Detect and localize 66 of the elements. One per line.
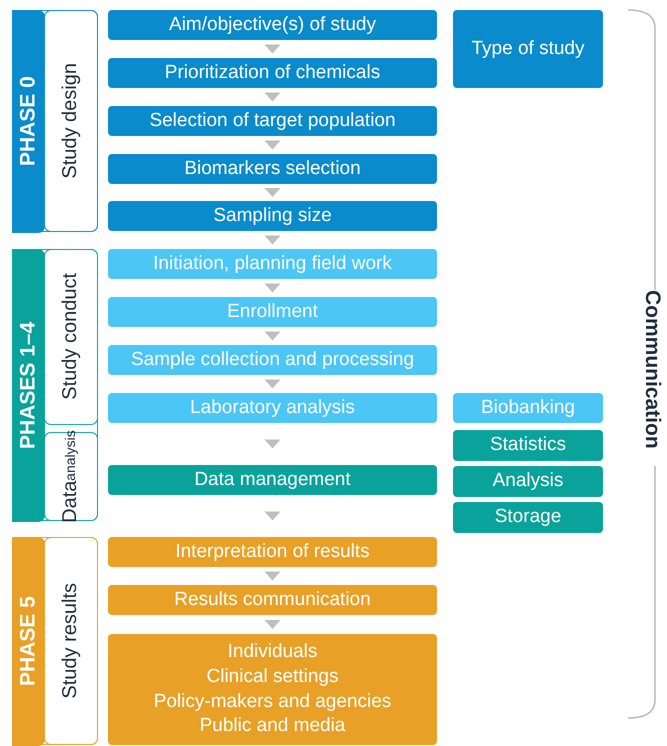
arrow xyxy=(264,92,280,102)
step-box xyxy=(108,345,437,375)
step-label: Sample collection and processing xyxy=(130,348,414,372)
stage-box xyxy=(44,248,98,424)
phase-band xyxy=(12,10,98,232)
step-box xyxy=(108,10,437,40)
step-label: Clinical settings xyxy=(206,664,338,689)
step-label: Initiation, planning field work xyxy=(153,252,392,276)
step-label: Public and media xyxy=(200,714,346,738)
step-box xyxy=(108,585,437,615)
step-label: Biobanking xyxy=(480,396,576,420)
step-label: Laboratory analysis xyxy=(190,396,355,420)
arrow xyxy=(264,140,280,150)
step-box xyxy=(108,537,437,567)
phase-band xyxy=(12,537,98,745)
arrow xyxy=(264,188,280,197)
step-label: Selection of target population xyxy=(149,108,396,133)
step-label: Results communication xyxy=(174,588,371,612)
step-label: Sampling size xyxy=(213,204,332,228)
step-box xyxy=(108,634,437,745)
step-label: Individuals xyxy=(228,640,318,664)
step-box xyxy=(108,201,437,231)
step-label: Biomarkers selection xyxy=(184,156,361,181)
step-label: Prioritization of chemicals xyxy=(164,60,380,85)
step-box xyxy=(108,154,437,184)
step-box xyxy=(453,430,603,461)
arrow xyxy=(264,620,280,629)
arrow xyxy=(264,440,280,448)
step-label: Type of study xyxy=(471,36,584,61)
arrow xyxy=(264,512,280,520)
step-box xyxy=(108,465,437,495)
step-label: Enrollment xyxy=(227,300,318,324)
phase-label: PHASE 5 xyxy=(12,536,44,746)
step-box xyxy=(108,249,437,279)
arrow xyxy=(264,284,280,292)
stage-label: analysis xyxy=(63,430,78,480)
step-label: Analysis xyxy=(492,469,564,494)
step-label: Interpretation of results xyxy=(175,540,370,564)
stage-box xyxy=(44,10,98,232)
step-box xyxy=(108,106,437,136)
arrow xyxy=(264,44,280,54)
arrow xyxy=(264,236,280,244)
stage-label: Study results xyxy=(60,582,81,698)
stage-label: Study design xyxy=(60,62,81,178)
phase-band xyxy=(12,249,98,521)
step-box xyxy=(108,58,437,88)
step-label: Data management xyxy=(194,468,351,492)
phase-label: PHASE 0 xyxy=(12,10,44,232)
phase-label: PHASES 1–4 xyxy=(12,248,44,522)
stage-box xyxy=(44,432,98,520)
arrow xyxy=(264,572,280,580)
step-box xyxy=(108,393,437,423)
stage-label: Study conduct xyxy=(60,273,81,400)
stage-label: Data xyxy=(60,480,81,522)
step-box xyxy=(453,10,603,88)
step-box xyxy=(453,466,603,497)
step-box xyxy=(108,297,437,327)
step-label: Policy-makers and agencies xyxy=(154,690,392,714)
step-label: Storage xyxy=(494,505,562,530)
step-label: Aim/objective(s) of study xyxy=(169,12,376,37)
arrow xyxy=(264,380,280,388)
stage-box xyxy=(44,536,98,744)
step-box xyxy=(453,393,603,423)
step-label: Statistics xyxy=(490,433,566,458)
step-box xyxy=(453,502,603,533)
arrow xyxy=(264,332,280,340)
